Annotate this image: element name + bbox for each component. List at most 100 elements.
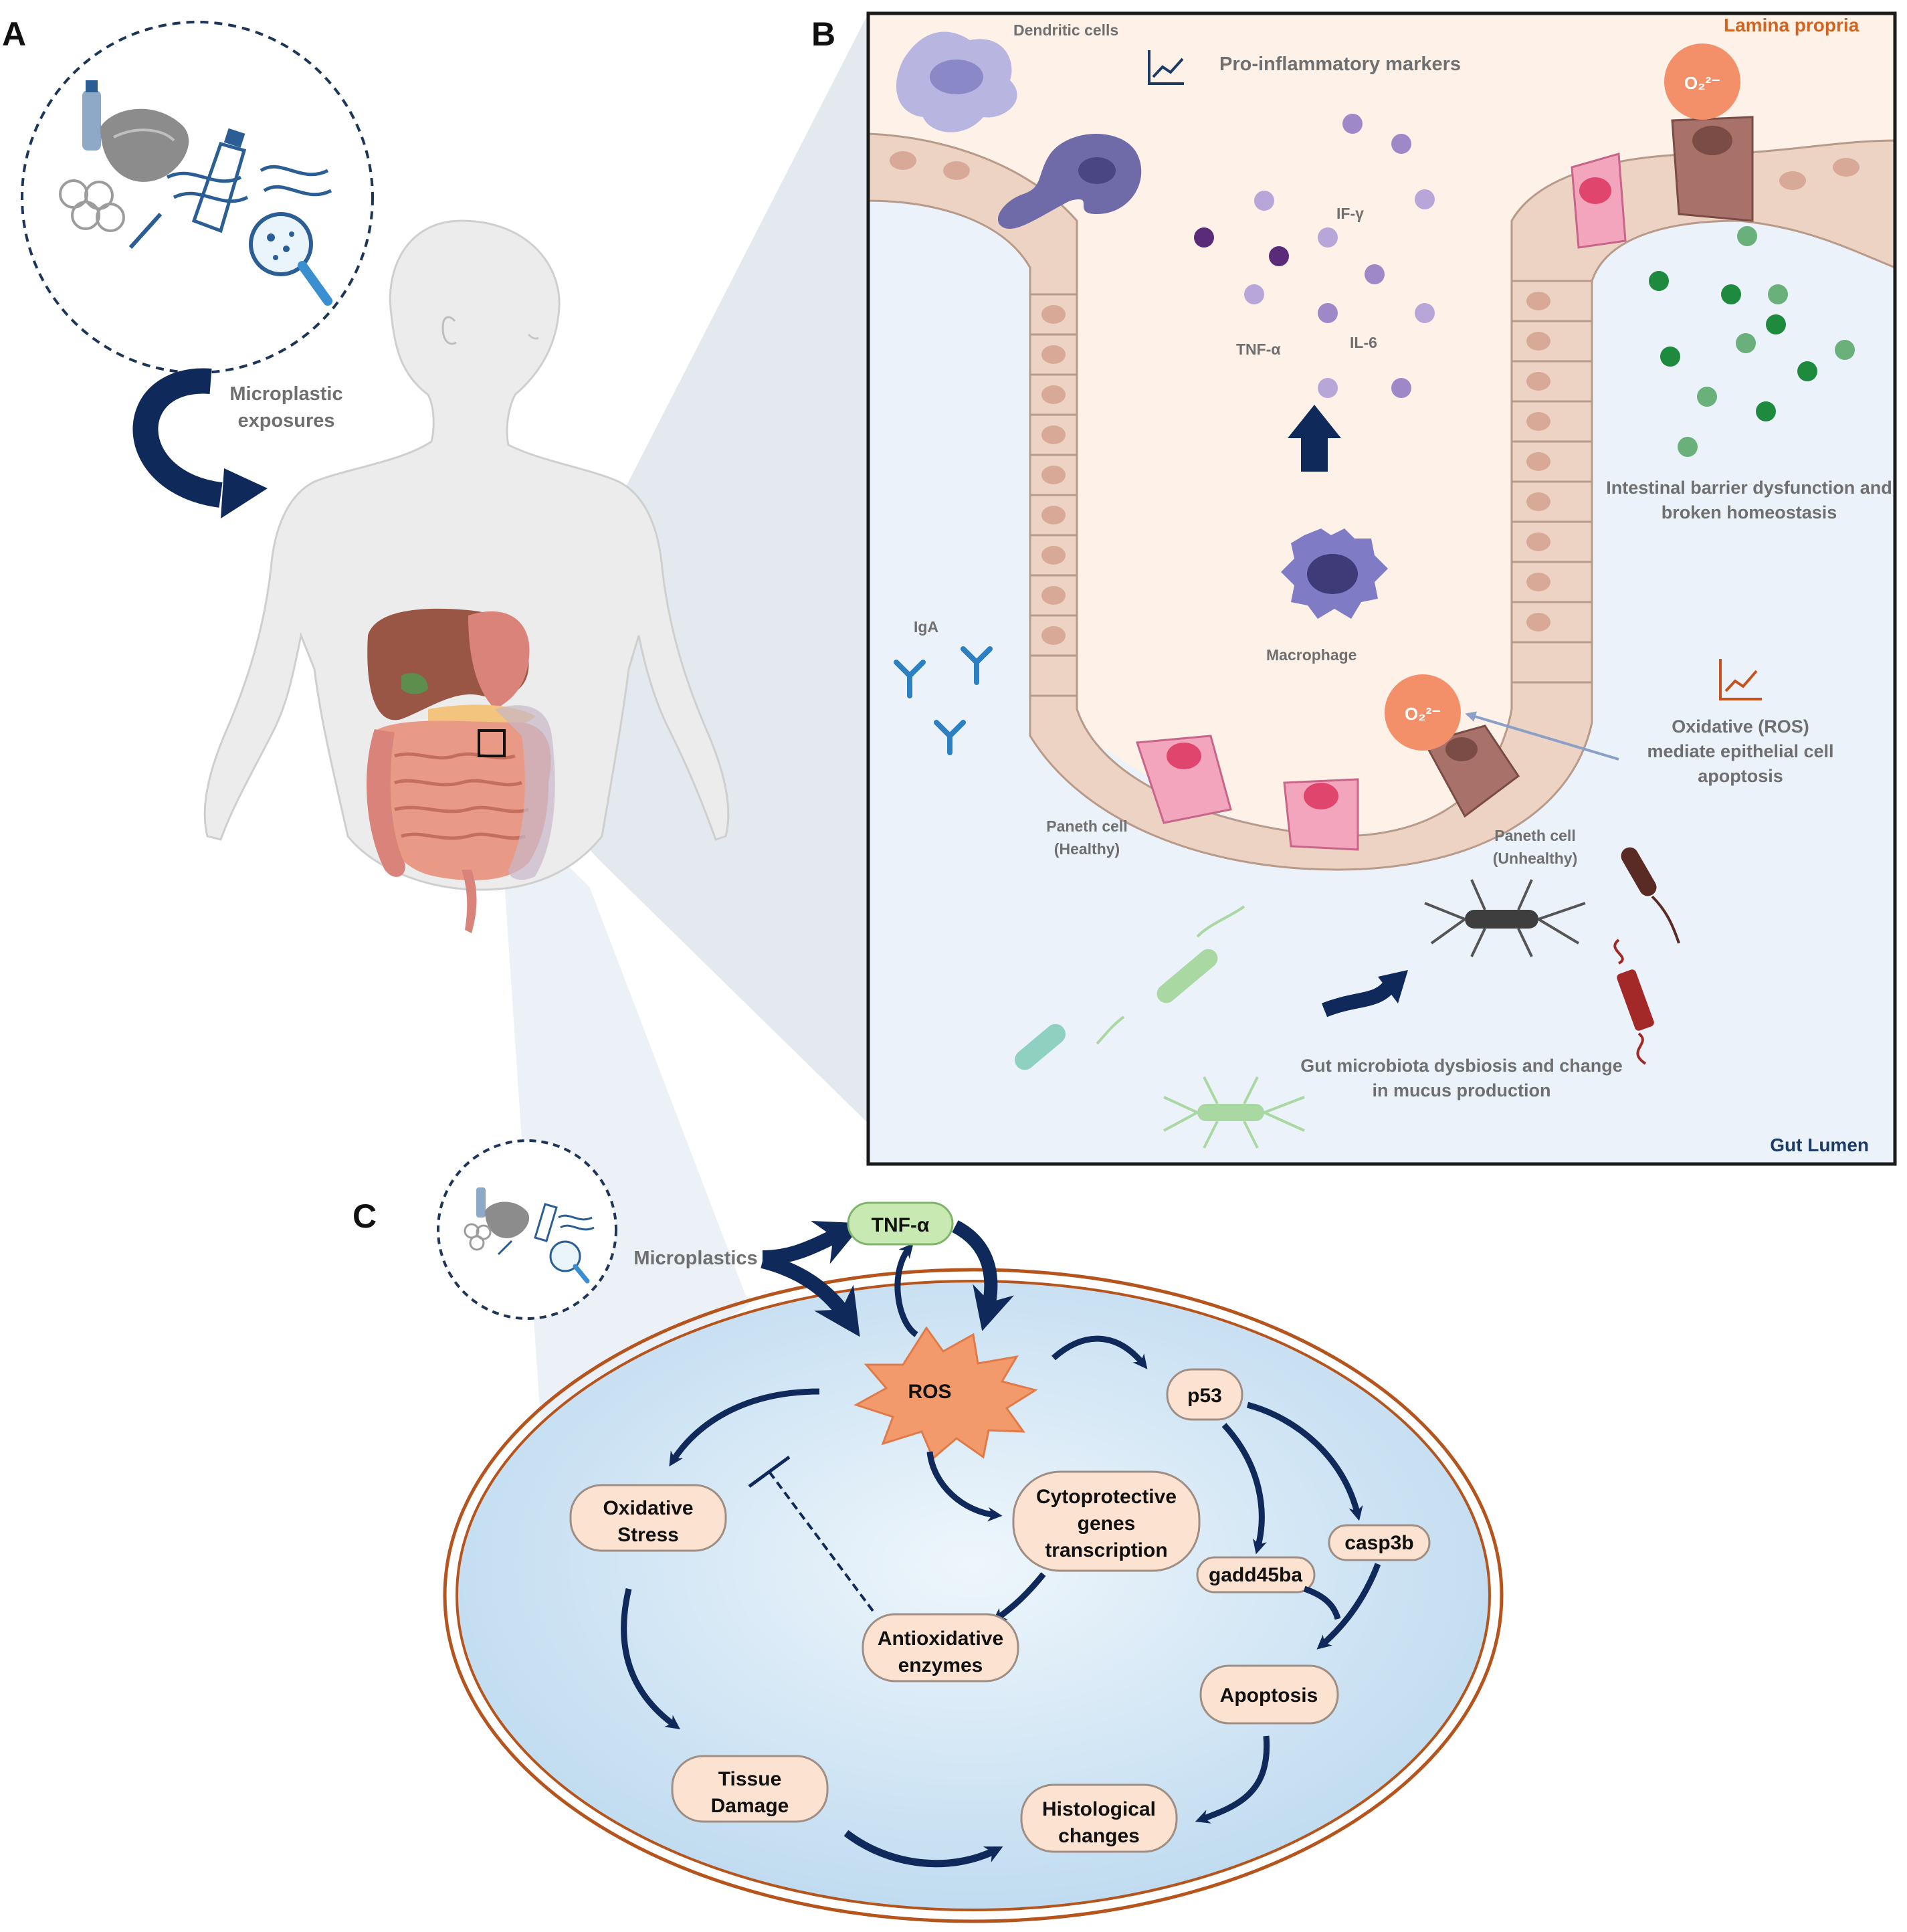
cytoprotective-line3: transcription xyxy=(1045,1539,1167,1561)
trend-chart-icon-blue xyxy=(1148,50,1184,85)
digestive-organs-illustration xyxy=(367,608,555,933)
iga-antibodies-illustration xyxy=(894,646,993,755)
casp3b-node xyxy=(1328,1524,1431,1561)
paneth-healthy-line2: (Healthy) xyxy=(1054,840,1120,858)
microplastics-label: Microplastics xyxy=(633,1248,757,1269)
casp3b-label: casp3b xyxy=(1344,1532,1413,1554)
tissue-damage-line2: Damage xyxy=(711,1795,789,1817)
dysbiosis-label-line1: Gut microbiota dysbiosis and change xyxy=(1300,1056,1623,1076)
paneth-unhealthy-line1: Paneth cell xyxy=(1494,827,1575,844)
arrow-gadd45ba-apoptosis xyxy=(1303,1585,1341,1620)
oxidative-label-line3: apoptosis xyxy=(1698,766,1783,786)
epithelial-cell-borders xyxy=(1030,280,1592,697)
lamina-propria-region xyxy=(868,13,1895,836)
dysbiosis-arrowhead xyxy=(1378,970,1408,1003)
macrophage-label: Macrophage xyxy=(1266,646,1357,664)
panel-c-letter: C xyxy=(353,1197,377,1235)
microplastics-circle xyxy=(437,1139,617,1320)
oxidative-stress-line2: Stress xyxy=(617,1524,679,1546)
tnfa-label-b: TNF-α xyxy=(1236,341,1281,358)
arrow-ros-p53 xyxy=(1051,1335,1148,1369)
antioxidative-node xyxy=(862,1613,1019,1682)
barrier-label-line2: broken homeostasis xyxy=(1662,502,1837,522)
human-body-illustration xyxy=(203,219,730,891)
zoom-wedge-b xyxy=(495,13,868,1164)
p53-label: p53 xyxy=(1187,1385,1222,1407)
arrow-oxidative-tissue xyxy=(621,1587,681,1730)
antioxidative-line2: enzymes xyxy=(898,1654,983,1676)
zoom-gap xyxy=(565,850,910,1164)
arrow-microplastics-ros xyxy=(761,1254,860,1337)
tnf-node xyxy=(847,1201,954,1246)
panel-b-frame xyxy=(866,11,1897,1166)
panel-a-letter: A xyxy=(2,15,26,53)
inhibition-bar xyxy=(748,1455,791,1488)
dendritic-cells-label: Dendritic cells xyxy=(1013,21,1118,39)
dysbiosis-arrow xyxy=(1321,979,1398,1018)
barrier-label-line1: Intestinal barrier dysfunction and xyxy=(1606,478,1892,498)
superoxide-label-top: O₂²⁻ xyxy=(1684,73,1720,93)
p53-node xyxy=(1166,1368,1243,1421)
gadd45ba-label: gadd45ba xyxy=(1209,1564,1302,1586)
superoxide-bubble-bottom xyxy=(1385,674,1461,751)
dendritic-cells-illustration xyxy=(896,31,1142,229)
apoptosis-node xyxy=(1199,1664,1339,1725)
dysbiosis-label-line2: in mucus production xyxy=(1373,1080,1551,1100)
exposure-arrow xyxy=(132,368,223,508)
paneth-unhealthy-line2: (Unhealthy) xyxy=(1493,850,1578,867)
paneth-healthy-line1: Paneth cell xyxy=(1046,817,1127,835)
arrow-apoptosis-histological xyxy=(1195,1735,1270,1824)
arrow-ros-oxidative xyxy=(669,1388,820,1467)
gadd45ba-node xyxy=(1196,1556,1316,1593)
arrow-ros-tnf xyxy=(894,1243,918,1337)
paneth-cells-illustration xyxy=(1135,116,1754,851)
arrow-ros-cytoprotective xyxy=(926,1451,1003,1522)
cytokine-dots xyxy=(1194,114,1435,398)
microplastic-sources-illustration xyxy=(59,80,332,306)
exposure-label-line1: Microplastic xyxy=(229,383,342,405)
arrow-casp3b-apoptosis xyxy=(1316,1563,1381,1650)
ifg-label: IF-γ xyxy=(1336,205,1364,222)
exposure-label-line2: exposures xyxy=(237,410,334,431)
cytoprotective-line2: genes xyxy=(1078,1513,1136,1535)
oxidative-label-line2: mediate epithelial cell xyxy=(1647,741,1833,761)
panel-b-letter: B xyxy=(811,15,835,53)
superoxide-label-bottom: O₂²⁻ xyxy=(1405,704,1441,724)
ros-burst xyxy=(854,1326,1038,1460)
epithelial-nuclei xyxy=(890,151,1860,645)
inhibition-line xyxy=(768,1470,874,1612)
arrow-tissue-histological xyxy=(843,1830,1003,1868)
tissue-damage-line1: Tissue xyxy=(718,1768,782,1790)
cytoprotective-line1: Cytoprotective xyxy=(1036,1486,1177,1508)
oxidative-stress-node xyxy=(569,1484,727,1552)
zoom-box xyxy=(478,729,506,757)
barrier-particles xyxy=(1649,226,1855,457)
lamina-propria-label: Lamina propria xyxy=(1724,15,1860,35)
il6-label: IL-6 xyxy=(1350,334,1377,351)
arrow-p53-casp3b xyxy=(1246,1402,1363,1521)
superoxide-bubble-top xyxy=(1664,43,1740,120)
apoptosis-label: Apoptosis xyxy=(1220,1684,1318,1707)
arrow-p53-gadd45ba xyxy=(1221,1422,1267,1555)
histological-line1: Histological xyxy=(1042,1798,1156,1820)
gut-lumen-label: Gut Lumen xyxy=(1770,1135,1869,1155)
arrow-microplastics-tnf xyxy=(762,1220,864,1265)
arrow-cytoprotective-antioxidative xyxy=(992,1572,1046,1623)
antioxidative-line1: Antioxidative xyxy=(878,1628,1003,1650)
ros-pointer-arrow xyxy=(1465,711,1619,761)
pro-inflammatory-label: Pro-inflammatory markers xyxy=(1219,54,1461,75)
ros-label: ROS xyxy=(908,1381,951,1403)
histological-line2: changes xyxy=(1058,1825,1140,1847)
tissue-damage-node xyxy=(671,1755,829,1823)
cell-outer-membrane xyxy=(443,1268,1504,1923)
oxidative-stress-line1: Oxidative xyxy=(603,1497,693,1519)
gut-bacteria-illustration xyxy=(1015,847,1680,1149)
exposure-circle xyxy=(21,21,374,374)
secretion-arrowhead xyxy=(1288,405,1341,438)
trend-chart-icon-orange xyxy=(1719,659,1762,700)
iga-label: IgA xyxy=(914,618,938,636)
microplastics-mini-illustration xyxy=(464,1187,595,1284)
oxidative-label-line1: Oxidative (ROS) xyxy=(1672,716,1809,737)
